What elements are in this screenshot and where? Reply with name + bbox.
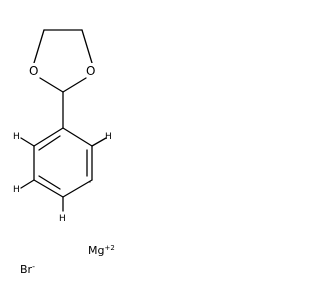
ring-bond-6	[33, 127, 64, 147]
bromide-charge: -	[32, 262, 35, 271]
ring-bond-1	[62, 127, 93, 147]
bond-o-left-acetal-c	[39, 77, 64, 93]
ring-bond-4	[33, 179, 64, 198]
bromide-symbol: Br	[20, 263, 33, 276]
hydrogen-bottom: H	[59, 214, 66, 224]
benzene-ring	[33, 127, 93, 198]
magnesium-symbol: Mg	[88, 244, 105, 257]
oxygen-left-label: O	[29, 64, 38, 78]
ring-double-bond-left	[38, 135, 61, 151]
ch-bond-upper-left	[20, 137, 35, 147]
ring-bond-3	[62, 179, 93, 198]
bond-o-right-acetal-c	[62, 77, 87, 93]
ring-double-bond-bottom	[38, 175, 61, 190]
dioxolane-ring	[33, 29, 93, 93]
ch-bond-lower-left	[20, 179, 35, 189]
bond-ch2-o-left	[33, 29, 45, 64]
oxygen-right-label: O	[86, 64, 95, 78]
structure-diagram: O O H H H H ·	[13, 29, 112, 224]
hydrogen-upper-left: H	[13, 132, 20, 142]
bond-ch2-o-right	[81, 29, 93, 64]
carbanion-marker: ·	[88, 175, 92, 189]
hydrogen-upper-right: H	[105, 132, 112, 142]
hydrogen-bonds	[20, 137, 107, 212]
magnesium-charge: +2	[104, 244, 115, 252]
oxygen-right-bg	[85, 63, 98, 77]
ch-bond-upper-right	[91, 137, 107, 147]
bromide-ion: Br-	[20, 262, 35, 276]
magnesium-ion: Mg+2	[88, 244, 115, 257]
oxygen-left-bg	[28, 63, 41, 77]
hydrogen-lower-left: H	[13, 185, 20, 195]
